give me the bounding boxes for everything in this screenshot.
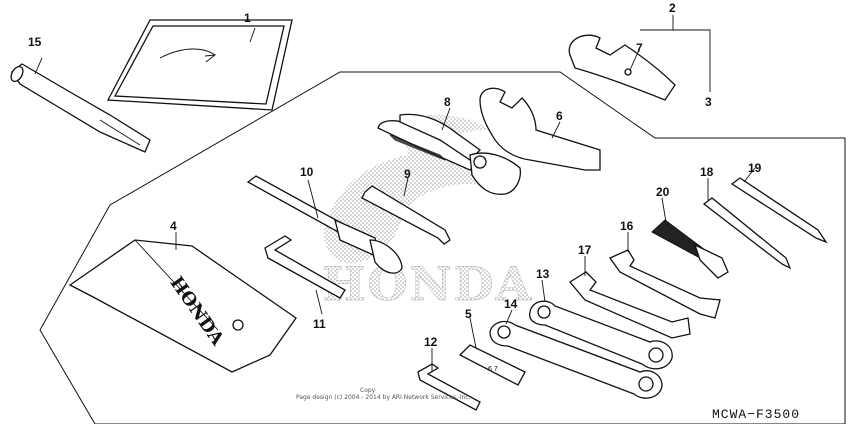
callout-6: 6 — [556, 109, 563, 123]
callout-14: 14 — [504, 297, 518, 311]
part-12-small-hex-key — [417, 348, 481, 411]
part-19-screwdriver-shaft — [730, 167, 828, 244]
part-10-screwdriver-handle — [246, 175, 403, 274]
part-17-combination-wrench — [569, 256, 691, 339]
part-1-document-pouch — [106, 19, 293, 111]
callout-10: 10 — [300, 165, 314, 179]
callout-12: 12 — [424, 335, 438, 349]
copyright-line-2: Page design (c) 2004 - 2014 by ARI Netwo… — [296, 394, 471, 401]
part-2-7-pin-spanner — [568, 15, 711, 101]
callout-15: 15 — [28, 35, 42, 49]
part-8-pliers — [377, 107, 521, 195]
callout-5: 5 — [465, 307, 472, 321]
part-16-open-end-wrench — [609, 232, 721, 319]
plate-print: 6 7 — [488, 366, 498, 373]
callout-16: 16 — [620, 219, 634, 233]
part-5-flat-plate: 6 7 — [458, 317, 526, 386]
callout-2: 2 — [669, 1, 676, 15]
callout-18: 18 — [700, 165, 714, 179]
part-20-screwdriver-handle — [651, 197, 729, 279]
part-18-screwdriver-shaft — [702, 178, 792, 270]
tool-kit-group-outline — [39, 71, 846, 424]
callout-labels: 1 2 3 4 5 6 7 8 9 10 11 12 13 14 15 16 1… — [28, 1, 762, 349]
callout-13: 13 — [536, 267, 550, 281]
part-4-tool-bag: HONDA — [68, 232, 297, 373]
callout-4: 4 — [170, 219, 177, 233]
callout-8: 8 — [444, 95, 451, 109]
callout-1: 1 — [244, 11, 251, 25]
callout-17: 17 — [578, 243, 592, 257]
diagram-code: MCWA−F3500 — [712, 407, 800, 422]
watermark-brand-text: HONDA — [322, 257, 533, 311]
part-6-hook-spanner — [479, 87, 601, 171]
callout-7: 7 — [636, 41, 643, 55]
copyright-line-1: Copy — [360, 387, 376, 394]
part-14-ratchet-wrench — [489, 309, 663, 399]
part-15-grip-sleeve — [10, 57, 151, 153]
callout-3: 3 — [705, 95, 712, 109]
callout-20: 20 — [656, 185, 670, 199]
callout-19: 19 — [748, 161, 762, 175]
callout-9: 9 — [404, 167, 411, 181]
part-9-driver-bit — [361, 177, 451, 245]
part-13-ratchet-wrench — [529, 279, 673, 370]
callout-11: 11 — [313, 317, 326, 331]
part-11-hex-key — [264, 235, 346, 315]
